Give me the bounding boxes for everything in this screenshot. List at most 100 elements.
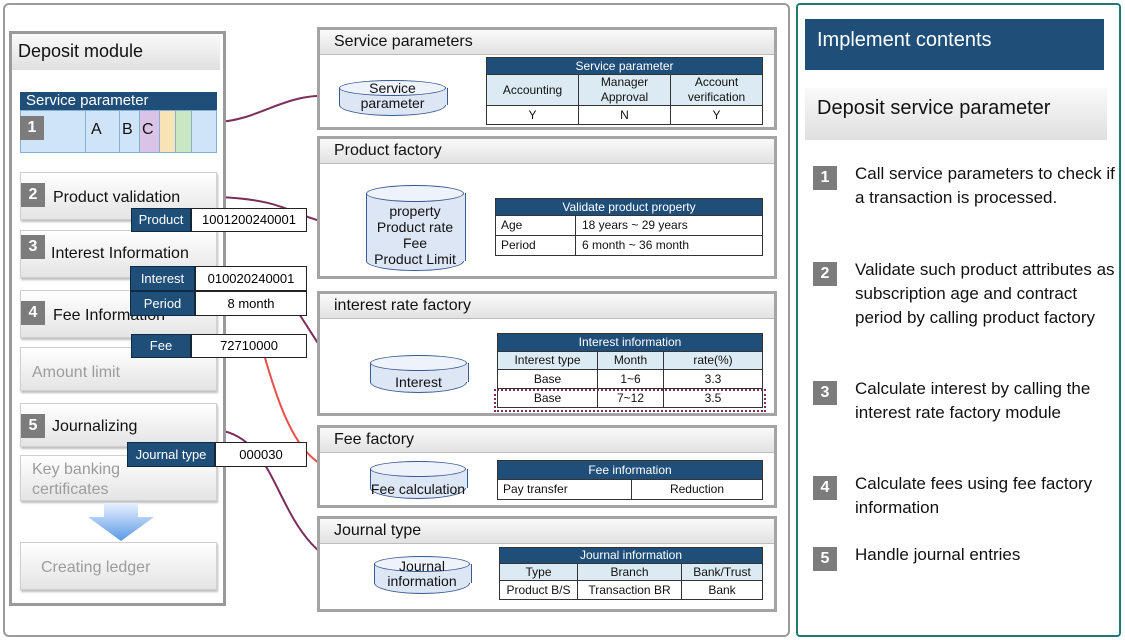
fee-field-label: Fee — [131, 334, 191, 358]
table-cell: Y — [670, 105, 763, 125]
journal-type-field-value: 000030 — [215, 442, 307, 467]
selected-rate-highlight — [494, 389, 766, 412]
table-cell: Base — [497, 369, 598, 389]
implement-contents-title: Implement contents — [805, 19, 1104, 70]
table-cell: 6 month ~ 36 month — [575, 235, 763, 256]
node-line: Product Limit — [374, 251, 456, 267]
step-label: Amount limit — [32, 364, 121, 381]
table-caption: Interest information — [497, 333, 763, 352]
table-header: rate(%) — [663, 351, 763, 370]
step-amount-limit[interactable]: Amount limit — [20, 347, 217, 391]
table-header: Accounting — [486, 74, 579, 106]
step-label: Key banking certificates — [32, 461, 121, 498]
table-caption: Validate product property — [495, 198, 763, 216]
table-header: Manager Approval — [578, 74, 671, 106]
panel-title: interest rate factory — [320, 294, 774, 319]
item-text: Handle journal entries — [855, 545, 1021, 564]
step-key-banking-certificates[interactable]: Key banking certificates — [20, 455, 217, 501]
table-cell: Period — [495, 235, 576, 256]
item-text: Validate such product attributes as subs… — [855, 260, 1115, 327]
panel-title: Service parameters — [320, 30, 774, 55]
table-header: Month — [597, 351, 664, 370]
table-cell: 3.5 — [663, 388, 763, 408]
table-cell: Age — [495, 215, 576, 236]
step-number-4: 4 — [21, 301, 45, 325]
table-caption: Journal information — [499, 547, 763, 564]
step-creating-ledger[interactable]: Creating ledger — [20, 542, 217, 590]
period-field-label: Period — [130, 291, 195, 316]
fee-calculation-node: Fee calculation — [370, 461, 468, 499]
bar-letter-b: B — [122, 121, 133, 138]
table-cell: N — [578, 105, 671, 125]
panel-title: Fee factory — [320, 428, 774, 453]
step-label: Interest Information — [51, 245, 189, 262]
node-line: Fee — [402, 235, 428, 251]
bar-letter-a: A — [91, 121, 102, 138]
journal-type-field-label: Journal type — [127, 442, 215, 467]
node-line: property — [389, 203, 441, 219]
interest-information-table: Interest information Interest type Month… — [497, 333, 763, 408]
implement-contents-panel — [796, 3, 1121, 637]
interest-field-label: Interest — [130, 266, 195, 291]
interest-field-value: 010020240001 — [195, 266, 307, 291]
period-field-value: 8 month — [195, 291, 307, 316]
item-text: Call service parameters to check if a tr… — [855, 164, 1115, 207]
product-factory-node: property Product rate Fee Product Limit — [366, 185, 466, 271]
validate-product-property-table: Validate product property Age 18 years ~… — [495, 198, 763, 256]
table-header: Interest type — [497, 351, 598, 370]
service-parameter-bar-label: Service parameter — [20, 92, 217, 110]
item-number: 4 — [813, 476, 837, 500]
table-header: Bank/Trust — [681, 563, 763, 581]
table-cell: Bank — [681, 580, 763, 600]
step-number-2: 2 — [21, 183, 45, 207]
interest-node: Interest — [370, 355, 469, 393]
journal-information-node: Journal information — [374, 556, 472, 594]
step-label: Journalizing — [52, 418, 138, 435]
service-parameter-table: Service parameter Accounting Manager App… — [486, 57, 763, 125]
down-arrow-icon — [88, 503, 154, 541]
node-label: Service parameter — [360, 80, 425, 111]
node-line: Product rate — [376, 219, 454, 235]
bar-letter-c: C — [142, 121, 154, 138]
product-field-value: 1001200240001 — [191, 208, 307, 232]
item-number: 3 — [813, 381, 837, 405]
service-parameter-bar: A B C — [20, 110, 217, 153]
table-cell: 1~6 — [597, 369, 664, 389]
node-label: Interest — [395, 374, 442, 390]
journal-information-table: Journal information Type Branch Bank/Tru… — [499, 547, 763, 600]
table-cell: Product B/S — [499, 580, 578, 600]
step-number-1: 1 — [20, 116, 44, 140]
table-cell: 3.3 — [663, 369, 763, 389]
item-text: Calculate fees using fee factory informa… — [855, 474, 1093, 517]
deposit-module-title: Deposit module — [12, 34, 220, 70]
table-cell: Reduction — [631, 479, 763, 500]
panel-title: Journal type — [320, 519, 774, 544]
table-cell: Transaction BR — [577, 580, 682, 600]
table-header: Account verification — [670, 74, 763, 106]
item-number: 5 — [813, 547, 837, 571]
fee-field-value: 72710000 — [191, 334, 307, 358]
step-number-5: 5 — [21, 414, 45, 438]
node-label: Journal information — [387, 558, 457, 589]
step-product-validation[interactable]: 2 Product validation — [20, 172, 217, 220]
step-journalizing[interactable]: 5 Journalizing — [20, 403, 217, 447]
item-number: 1 — [813, 166, 837, 190]
service-parameter-node: Service parameter — [339, 80, 448, 116]
deposit-service-parameter-subtitle: Deposit service parameter — [805, 88, 1107, 140]
step-label: Creating ledger — [41, 559, 151, 576]
product-field-label: Product — [131, 208, 191, 232]
panel-title: Product factory — [320, 139, 774, 164]
table-caption: Fee information — [497, 460, 763, 480]
step-label: Product validation — [53, 189, 181, 206]
table-caption: Service parameter — [486, 57, 763, 75]
item-text: Calculate interest by calling the intere… — [855, 379, 1091, 422]
table-header: Type — [499, 563, 578, 581]
fee-information-table: Fee information Pay transfer Reduction — [497, 460, 763, 500]
node-label: Fee calculation — [370, 481, 466, 497]
item-number: 2 — [813, 262, 837, 286]
step-number-3: 3 — [21, 235, 45, 259]
table-cell: Pay transfer — [497, 479, 632, 500]
table-header: Branch — [577, 563, 682, 581]
table-cell: 18 years ~ 29 years — [575, 215, 763, 236]
table-cell: Y — [486, 105, 579, 125]
